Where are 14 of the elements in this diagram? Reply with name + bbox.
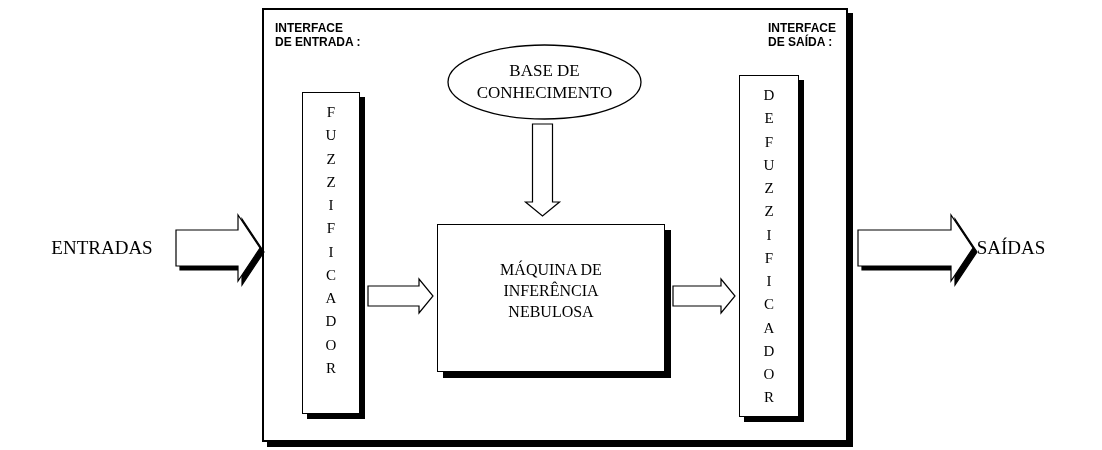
io-label: ENTRADAS bbox=[51, 237, 153, 259]
knowledge-ellipse bbox=[447, 44, 642, 120]
block-arrow bbox=[523, 123, 562, 217]
node-label: MÁQUINA DE INFERÊNCIA NEBULOSA bbox=[499, 259, 603, 322]
vertical-label: DEFUZZIFICADOR bbox=[763, 86, 775, 408]
interface-heading: INTERFACE DE SAÍDA : bbox=[768, 21, 837, 49]
block-arrow bbox=[672, 277, 736, 315]
io-label: SAÍDAS bbox=[976, 237, 1046, 259]
vertical-label: FUZZIFICADOR bbox=[325, 103, 337, 378]
block-arrow bbox=[857, 213, 974, 283]
node-label: BASE DE CONHECIMENTO bbox=[475, 60, 614, 104]
interface-heading: INTERFACE DE ENTRADA : bbox=[275, 21, 362, 49]
block-arrow bbox=[367, 277, 434, 315]
block-arrow bbox=[175, 213, 261, 283]
